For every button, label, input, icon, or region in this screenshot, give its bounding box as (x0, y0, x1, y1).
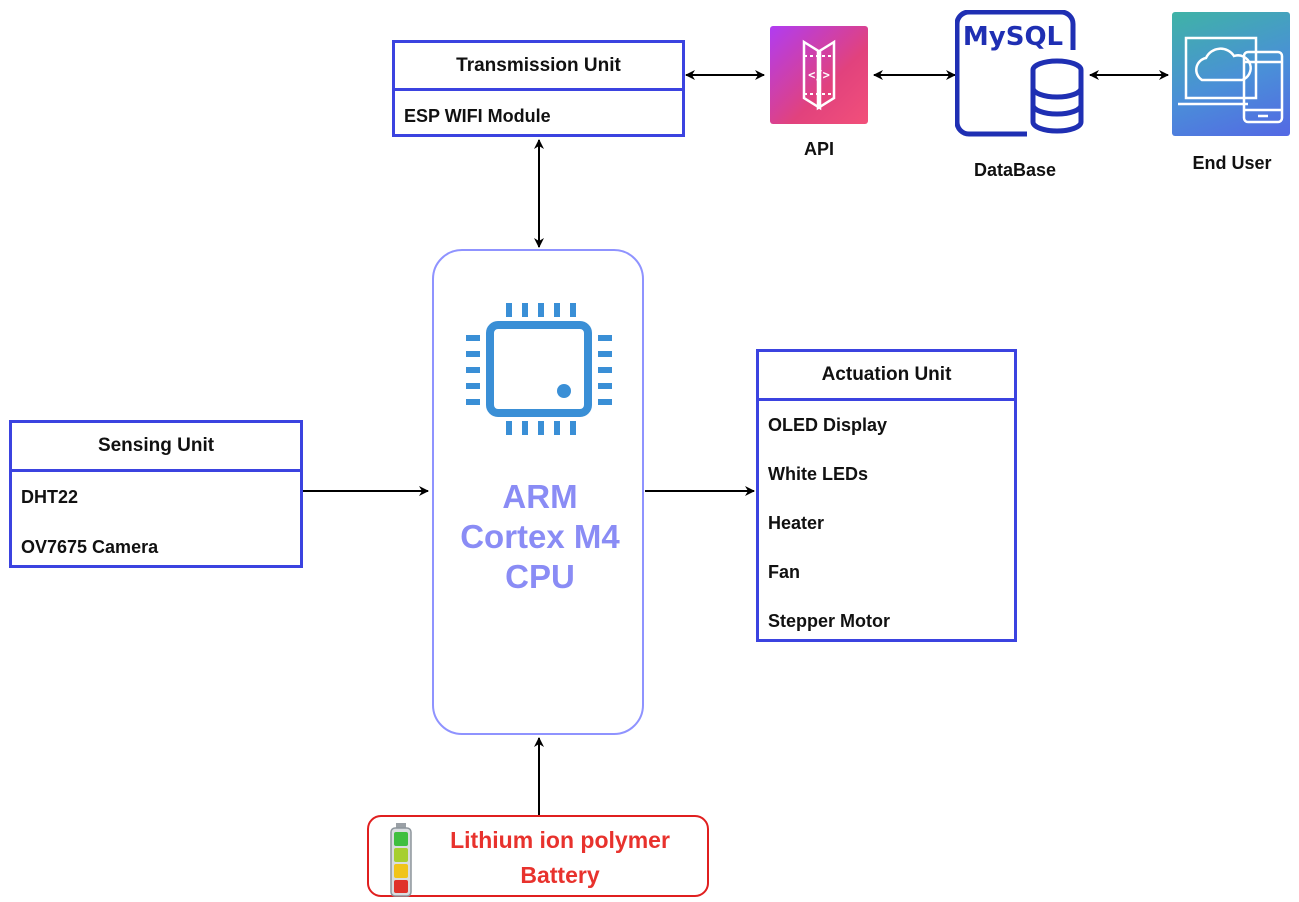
database-label: DataBase (973, 160, 1057, 180)
battery-icon (387, 823, 415, 897)
microchip-icon (464, 301, 614, 437)
sensing-item-camera: OV7675 Camera (21, 537, 159, 557)
actuation-item-oled: OLED Display (768, 415, 888, 435)
cpu-block: ARM Cortex M4 CPU (432, 249, 644, 735)
actuation-unit-title: Actuation Unit (759, 352, 1014, 401)
sensing-unit-title: Sensing Unit (12, 423, 300, 472)
cpu-line-1: ARM (502, 478, 578, 515)
cpu-line-2: Cortex M4 (460, 518, 620, 555)
battery-line-2: Battery (520, 862, 600, 888)
api-icon: </> (770, 26, 868, 124)
api-label: API (803, 139, 834, 159)
transmission-item-esp-wifi: ESP WIFI Module (404, 106, 551, 126)
transmission-unit-title: Transmission Unit (395, 43, 682, 91)
transmission-unit-box: Transmission Unit ESP WIFI Module (392, 40, 685, 137)
actuation-item-stepper: Stepper Motor (768, 611, 891, 631)
svg-text:</>: </> (808, 68, 830, 82)
actuation-unit-box: Actuation Unit OLED Display White LEDs H… (756, 349, 1017, 642)
end-user-label: End User (1192, 153, 1272, 173)
actuation-item-leds: White LEDs (768, 464, 869, 484)
battery-box: Lithium ion polymer Battery (367, 815, 709, 897)
actuation-item-fan: Fan (768, 562, 801, 582)
mysql-logo-text: MySQL (963, 22, 1063, 52)
cpu-line-3: CPU (505, 558, 575, 595)
sensing-unit-box: Sensing Unit DHT22 OV7675 Camera (9, 420, 303, 568)
mysql-database-icon: MySQL (954, 9, 1085, 138)
actuation-item-heater: Heater (768, 513, 825, 533)
sensing-item-dht22: DHT22 (21, 487, 79, 507)
battery-line-1: Lithium ion polymer (450, 827, 670, 853)
cloud-devices-icon (1172, 12, 1290, 136)
